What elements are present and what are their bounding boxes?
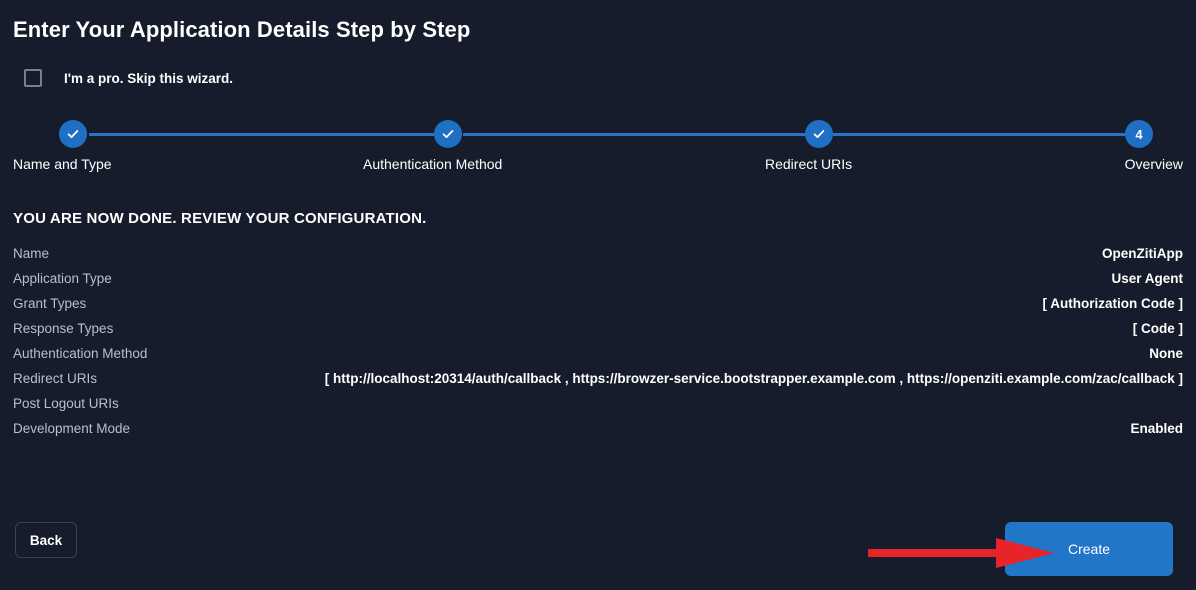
summary-row: Development Mode Enabled [13, 421, 1183, 446]
review-heading: YOU ARE NOW DONE. REVIEW YOUR CONFIGURAT… [13, 210, 427, 227]
stepper-connector-1 [89, 133, 436, 136]
summary-key-grant-types: Grant Types [13, 296, 87, 311]
summary-key-response-types: Response Types [13, 321, 114, 336]
summary-key-name: Name [13, 246, 50, 261]
summary-row: Application Type User Agent [13, 271, 1183, 296]
summary-key-development-mode: Development Mode [13, 421, 131, 436]
stepper-connector-2 [463, 133, 806, 136]
stepper-step-3[interactable] [805, 120, 833, 148]
summary-value-development-mode: Enabled [1130, 421, 1183, 436]
summary-value-redirect-uris: [ http://localhost:20314/auth/callback ,… [324, 371, 1183, 386]
summary-row: Redirect URIs [ http://localhost:20314/a… [13, 371, 1183, 396]
check-icon [67, 130, 79, 139]
stepper-labels: Name and Type Authentication Method Redi… [13, 156, 1183, 178]
stepper-label-2: Authentication Method [363, 156, 503, 172]
page-title: Enter Your Application Details Step by S… [13, 17, 471, 42]
summary-value-application-type: User Agent [1111, 271, 1183, 286]
stepper-connector-3 [833, 133, 1125, 136]
summary-key-application-type: Application Type [13, 271, 112, 286]
summary-key-post-logout-uris: Post Logout URIs [13, 396, 119, 411]
summary-key-redirect-uris: Redirect URIs [13, 371, 98, 386]
skip-wizard-checkbox[interactable] [24, 69, 42, 87]
stepper-label-3: Redirect URIs [765, 156, 853, 172]
stepper-track: 4 [13, 120, 1183, 148]
stepper-step-4[interactable]: 4 [1125, 120, 1153, 148]
wizard-footer: Back Create [13, 522, 1183, 577]
check-icon [442, 130, 454, 139]
summary-row: Post Logout URIs [13, 396, 1183, 421]
review-summary: Name OpenZitiApp Application Type User A… [13, 246, 1183, 446]
summary-value-authentication-method: None [1149, 346, 1183, 361]
skip-wizard-row: I'm a pro. Skip this wizard. [13, 69, 1183, 87]
skip-wizard-label: I'm a pro. Skip this wizard. [64, 70, 233, 86]
summary-row: Authentication Method None [13, 346, 1183, 371]
check-icon [813, 130, 825, 139]
summary-row: Response Types [ Code ] [13, 321, 1183, 346]
stepper-step-1[interactable] [59, 120, 87, 148]
summary-value-grant-types: [ Authorization Code ] [1042, 296, 1183, 311]
stepper-step-2[interactable] [434, 120, 462, 148]
summary-row: Name OpenZitiApp [13, 246, 1183, 271]
summary-value-name: OpenZitiApp [1102, 246, 1183, 261]
back-button[interactable]: Back [15, 522, 77, 558]
stepper-step-4-number: 4 [1135, 126, 1143, 142]
stepper-label-1: Name and Type [13, 156, 112, 172]
stepper-label-4: Overview [1124, 156, 1183, 172]
summary-key-authentication-method: Authentication Method [13, 346, 148, 361]
summary-value-response-types: [ Code ] [1132, 321, 1183, 336]
create-button[interactable]: Create [1005, 522, 1173, 576]
summary-row: Grant Types [ Authorization Code ] [13, 296, 1183, 321]
wizard-stepper: 4 Name and Type Authentication Method Re… [13, 120, 1183, 180]
